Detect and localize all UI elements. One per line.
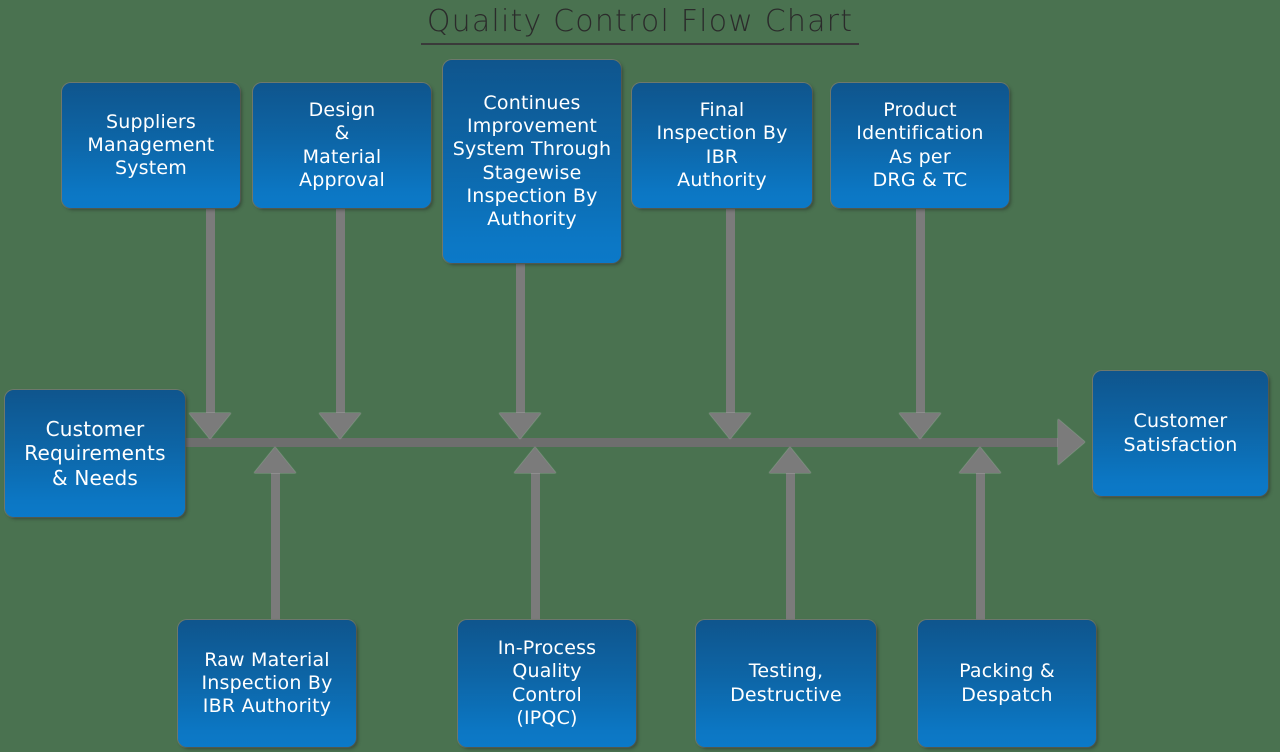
node-design-material-approval-text-line-2: Material (302, 145, 382, 168)
node-raw-material-inspection-text-line-2: IBR Authority (202, 695, 332, 718)
node-in-process-quality-control-text-line-3: (IPQC) (516, 706, 578, 729)
arrow-up-testing (769, 447, 811, 473)
arrow-up-ipqc (514, 447, 556, 473)
node-in-process-quality-control-text-line-1: Quality (512, 660, 582, 683)
node-final-inspection-ibr-authority-text-line-2: IBR (705, 145, 739, 168)
arrow-down-product-identification (899, 413, 941, 439)
node-customer-satisfaction-line-0-line-1: Satisfaction (1123, 433, 1238, 456)
arrow-down-final-inspection (709, 413, 751, 439)
node-suppliers-management-system-text-line-1: Management (87, 133, 215, 156)
node-testing-destructive-text: Testing,Destructive (702, 660, 870, 706)
node-customer-requirements-line-0-line-0: Customer (45, 416, 145, 441)
node-customer-requirements-line-0-line-1: Requirements (24, 441, 166, 466)
node-continues-improvement-system-text-line-4: Inspection By (466, 184, 598, 207)
node-continues-improvement-system-text-line-2: System Through (452, 138, 612, 161)
node-design-material-approval-text-line-3: Approval (299, 168, 385, 191)
node-design-material-approval-text-line-1: & (334, 122, 350, 145)
node-product-identification-drg-tc-text-line-0: Product (883, 99, 957, 122)
connector-line-ipqc (531, 465, 540, 620)
node-raw-material-inspection-text-line-0: Raw Material (204, 648, 330, 671)
node-final-inspection-ibr-authority-text-line-3: Authority (677, 168, 767, 191)
main-flow-line (184, 438, 1060, 447)
connector-line-testing (786, 465, 795, 620)
node-in-process-quality-control-text-line-0: In-Process (497, 637, 597, 660)
node-continues-improvement-system-text-line-0: Continues (483, 91, 581, 114)
node-in-process-quality-control-text-line-2: Control (511, 683, 583, 706)
arrow-down-design (319, 413, 361, 439)
connector-line-improvement (516, 262, 525, 420)
chart-title-text: Quality Control Flow Chart (420, 4, 860, 45)
arrow-right-customer-satisfaction (1058, 419, 1085, 465)
node-final-inspection-ibr-authority-text-line-0: Final (699, 99, 745, 122)
node-customer-satisfaction-line-0-line-0: Customer (1133, 410, 1228, 433)
node-testing-destructive-text-line-0: Testing, (748, 660, 824, 683)
node-packing-despatch-text-line-0: Packing & (959, 660, 1055, 683)
node-raw-material-inspection-text-line-1: Inspection By (201, 671, 333, 694)
connector-line-design (336, 205, 345, 420)
arrow-down-suppliers (189, 413, 231, 439)
node-packing-despatch-text: Packing &Despatch (924, 660, 1090, 706)
node-final-inspection-ibr-authority-text-line-1: Inspection By (656, 122, 788, 145)
node-product-identification-drg-tc-text-line-1: Identification (856, 122, 984, 145)
connector-line-suppliers (206, 205, 215, 420)
connector-line-product-identification (916, 205, 925, 420)
node-packing-despatch-text-line-1: Despatch (961, 683, 1053, 706)
node-customer-requirements-line-0-line-2: & Needs (51, 465, 139, 490)
node-testing-destructive[interactable]: Testing,Destructive (696, 620, 876, 747)
chart-title: Quality Control Flow Chart (0, 4, 1280, 45)
node-packing-despatch[interactable]: Packing &Despatch (918, 620, 1096, 747)
node-suppliers-management-system-text-line-0: Suppliers (106, 110, 196, 133)
node-continues-improvement-system-text-line-1: Improvement (466, 115, 597, 138)
node-continues-improvement-system-text-line-5: Authority (487, 207, 577, 230)
connector-line-packing (976, 465, 985, 620)
node-testing-destructive-text-line-1: Destructive (730, 683, 842, 706)
node-suppliers-management-system-text-line-2: System (114, 157, 188, 180)
node-continues-improvement-system-text-line-3: Stagewise (482, 161, 582, 184)
node-product-identification-drg-tc-text-line-3: DRG & TC (872, 168, 968, 191)
connector-line-final-inspection (726, 205, 735, 420)
node-design-material-approval-text-line-0: Design (308, 99, 376, 122)
node-product-identification-drg-tc-text-line-2: As per (889, 145, 951, 168)
arrow-up-raw-material (254, 447, 296, 473)
arrow-down-improvement (499, 413, 541, 439)
connector-line-raw-material (271, 465, 280, 620)
arrow-up-packing (959, 447, 1001, 473)
